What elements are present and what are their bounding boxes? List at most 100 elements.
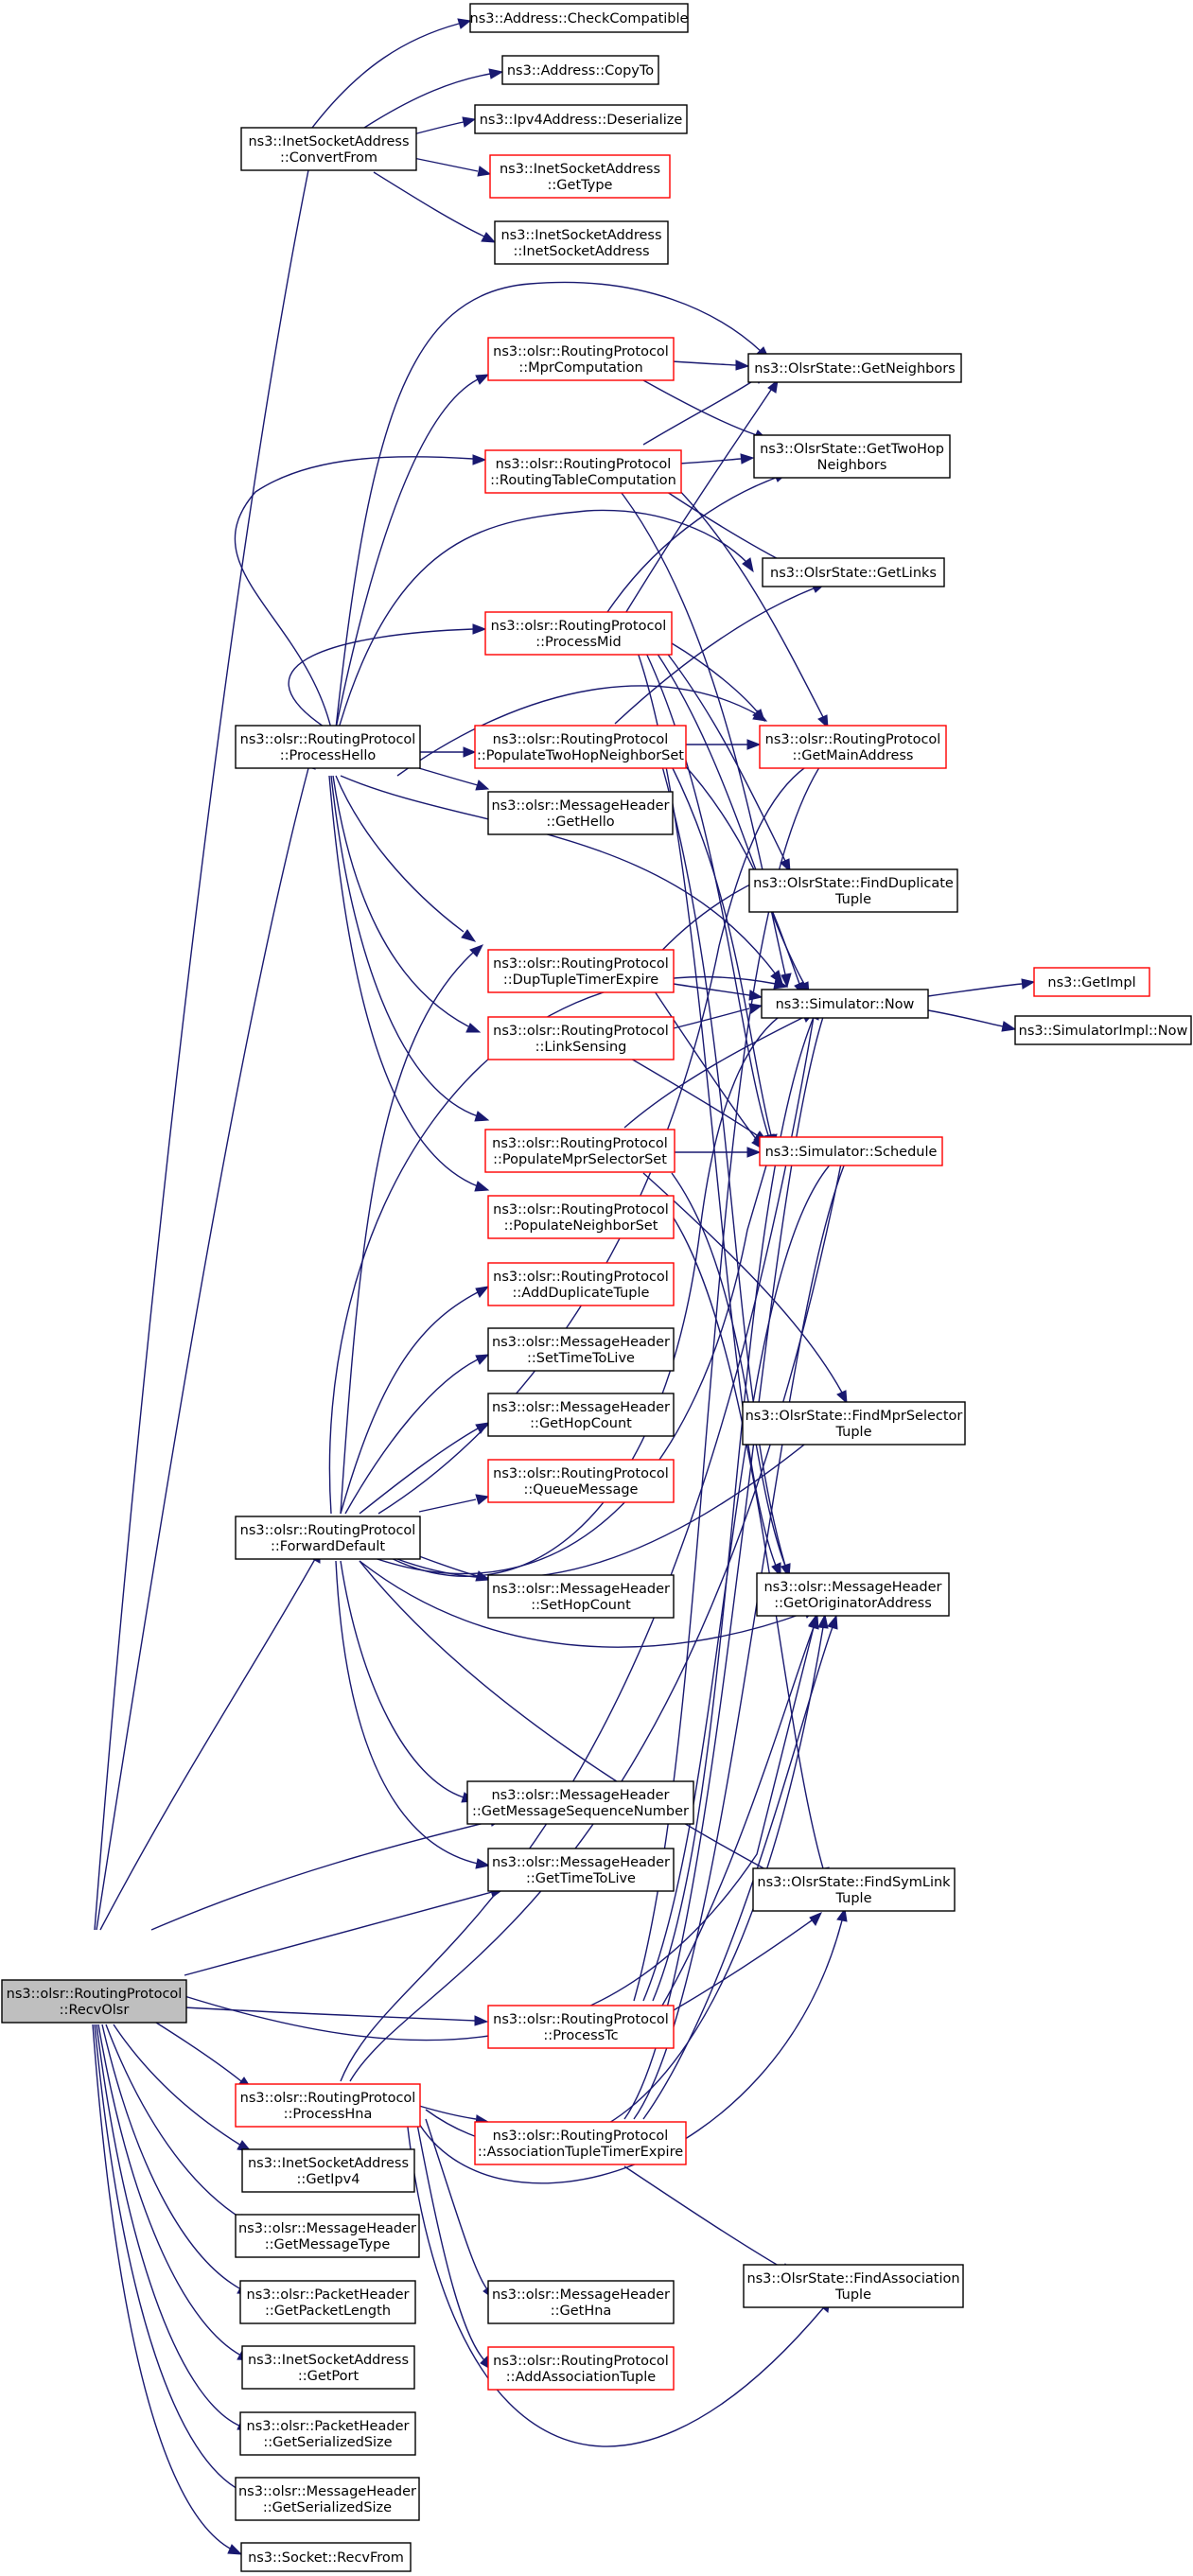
node-simimplnow[interactable]: ns3::SimulatorImpl::Now xyxy=(1014,1015,1192,1045)
edge-processhello-routingtable xyxy=(234,454,487,729)
edge-mprcomp-getneighbors xyxy=(671,359,750,371)
node-label: ns3::olsr::MessageHeader xyxy=(763,1580,941,1595)
node-queuemessage[interactable]: ns3::olsr::RoutingProtocol::QueueMessage xyxy=(487,1459,675,1503)
node-box xyxy=(487,1327,675,1372)
node-label: ns3::OlsrState::FindSymLink xyxy=(757,1875,951,1890)
node-recvfrom[interactable]: ns3::Socket::RecvFrom xyxy=(240,2542,412,2572)
node-box xyxy=(484,611,673,656)
node-assoctupletimer[interactable]: ns3::olsr::RoutingProtocol::AssociationT… xyxy=(474,2121,687,2165)
node-routingtable[interactable]: ns3::olsr::RoutingProtocol::RoutingTable… xyxy=(484,449,682,494)
node-label: ::ProcessMid xyxy=(535,635,622,650)
node-label: ::ForwardDefault xyxy=(271,1539,385,1554)
node-settimetolive[interactable]: ns3::olsr::MessageHeader::SetTimeToLive xyxy=(487,1327,675,1372)
edge-processtc-getorigaddr xyxy=(661,1614,819,2006)
node-processhna[interactable]: ns3::olsr::RoutingProtocol::ProcessHna xyxy=(235,2083,421,2128)
node-label: ns3::olsr::RoutingProtocol xyxy=(240,732,416,747)
node-label: Tuple xyxy=(834,892,871,907)
node-adddupl[interactable]: ns3::olsr::RoutingProtocol::AddDuplicate… xyxy=(487,1262,675,1306)
node-gettimetolive[interactable]: ns3::olsr::MessageHeader::GetTimeToLive xyxy=(487,1848,675,1892)
node-getimpl[interactable]: ns3::GetImpl xyxy=(1033,967,1150,997)
edge-processhello-processmid xyxy=(288,623,487,729)
node-processtc[interactable]: ns3::olsr::RoutingProtocol::ProcessTc xyxy=(487,2005,675,2049)
node-label: ns3::olsr::MessageHeader xyxy=(492,1855,670,1870)
node-getport[interactable]: ns3::InetSocketAddress::GetPort xyxy=(241,2345,415,2390)
edge-processhello-mprcomp xyxy=(335,374,490,729)
edge-mprcomp-gettwohop xyxy=(642,379,769,441)
edge-convertfrom-checkcompat xyxy=(311,18,472,129)
node-label: ::GetHello xyxy=(546,815,614,830)
node-populateneighbor[interactable]: ns3::olsr::RoutingProtocol::PopulateNeig… xyxy=(487,1195,675,1239)
node-getneighbors[interactable]: ns3::OlsrState::GetNeighbors xyxy=(747,353,962,383)
node-box xyxy=(484,449,682,494)
node-label: ::GetHopCount xyxy=(530,1416,632,1431)
node-label: ns3::olsr::MessageHeader xyxy=(491,1788,669,1803)
node-sethopcount[interactable]: ns3::olsr::MessageHeader::SetHopCount xyxy=(487,1574,675,1619)
node-box xyxy=(742,1401,966,1446)
node-addassoc[interactable]: ns3::olsr::RoutingProtocol::AddAssociati… xyxy=(487,2346,675,2391)
node-msgserialsize[interactable]: ns3::olsr::MessageHeader::GetSerializedS… xyxy=(235,2477,420,2521)
edge-processmid-findduplicate xyxy=(661,646,791,873)
node-processmid[interactable]: ns3::olsr::RoutingProtocol::ProcessMid xyxy=(484,611,673,656)
node-label: ::RecvOlsr xyxy=(60,2003,130,2018)
node-checkcompat[interactable]: ns3::Address::CheckCompatible xyxy=(469,3,689,33)
node-label: ns3::olsr::RoutingProtocol xyxy=(493,344,669,359)
edge-processhello-duptupletimer xyxy=(335,775,477,942)
node-label: ::GetType xyxy=(548,178,613,193)
node-gethello[interactable]: ns3::olsr::MessageHeader::GetHello xyxy=(487,791,674,835)
edge-simnow-getimpl xyxy=(927,978,1036,997)
node-label: ::AssociationTupleTimerExpire xyxy=(478,2145,683,2160)
node-copyto[interactable]: ns3::Address::CopyTo xyxy=(501,55,659,85)
node-convertfrom[interactable]: ns3::InetSocketAddress::ConvertFrom xyxy=(240,127,417,171)
node-box xyxy=(487,1574,675,1619)
node-duptupletimer[interactable]: ns3::olsr::RoutingProtocol::DupTupleTime… xyxy=(487,949,675,993)
node-label: ns3::OlsrState::GetTwoHop xyxy=(760,442,944,457)
node-processhello[interactable]: ns3::olsr::RoutingProtocol::ProcessHello xyxy=(235,725,421,769)
node-getmsgtype[interactable]: ns3::olsr::MessageHeader::GetMessageType xyxy=(235,2214,420,2258)
node-label: Neighbors xyxy=(817,458,887,473)
edge-recvolsr-recvfrom xyxy=(92,2024,243,2555)
node-populatempr[interactable]: ns3::olsr::RoutingProtocol::PopulateMprS… xyxy=(484,1129,675,1173)
node-getmsgseq[interactable]: ns3::olsr::MessageHeader::GetMessageSequ… xyxy=(466,1780,694,1825)
node-label: ::GetSerializedSize xyxy=(263,2435,392,2450)
node-pktserialsize[interactable]: ns3::olsr::PacketHeader::GetSerializedSi… xyxy=(239,2411,416,2456)
node-recvolsr[interactable]: ns3::olsr::RoutingProtocol::RecvOlsr xyxy=(1,1979,187,2024)
node-mprcomp[interactable]: ns3::olsr::RoutingProtocol::MprComputati… xyxy=(487,337,675,381)
node-getipv4[interactable]: ns3::InetSocketAddress::GetIpv4 xyxy=(241,2148,415,2193)
node-label: ns3::Socket::RecvFrom xyxy=(248,2550,404,2566)
node-box xyxy=(235,2477,420,2521)
node-box xyxy=(241,2148,415,2193)
node-label: ::MprComputation xyxy=(518,360,642,376)
edge-populatetwohop-getmainaddr xyxy=(685,739,762,750)
node-label: ns3::olsr::MessageHeader xyxy=(238,2484,416,2499)
node-label: ::ConvertFrom xyxy=(280,150,377,166)
node-inetsockaddr[interactable]: ns3::InetSocketAddress::InetSocketAddres… xyxy=(494,220,669,265)
node-label: ns3::Address::CheckCompatible xyxy=(470,11,689,26)
edge-processmid-getmainaddr xyxy=(671,642,765,722)
node-label: ::InetSocketAddress xyxy=(513,244,649,259)
node-simschedule[interactable]: ns3::Simulator::Schedule xyxy=(759,1136,943,1166)
node-getmainaddr[interactable]: ns3::olsr::RoutingProtocol::GetMainAddre… xyxy=(759,725,947,769)
node-getpacketlength[interactable]: ns3::olsr::PacketHeader::GetPacketLength xyxy=(239,2280,416,2324)
node-forwarddefault[interactable]: ns3::olsr::RoutingProtocol::ForwardDefau… xyxy=(235,1516,421,1560)
node-getlinks[interactable]: ns3::OlsrState::GetLinks xyxy=(762,557,945,587)
node-label: ::PopulateMprSelectorSet xyxy=(493,1152,667,1167)
node-populatetwohop[interactable]: ns3::olsr::RoutingProtocol::PopulateTwoH… xyxy=(474,725,687,769)
node-deserialize[interactable]: ns3::Ipv4Address::Deserialize xyxy=(474,104,688,134)
node-box xyxy=(762,557,945,587)
node-gettype[interactable]: ns3::InetSocketAddress::GetType xyxy=(489,154,671,199)
node-label: Tuple xyxy=(835,1425,872,1440)
node-linksensing[interactable]: ns3::olsr::RoutingProtocol::LinkSensing xyxy=(487,1016,675,1060)
node-simnow[interactable]: ns3::Simulator::Now xyxy=(761,989,929,1019)
edge-recvolsr-getpacketlength xyxy=(101,2024,253,2295)
node-getorigaddr[interactable]: ns3::olsr::MessageHeader::GetOriginatorA… xyxy=(756,1572,950,1617)
node-gethna[interactable]: ns3::olsr::MessageHeader::GetHna xyxy=(487,2280,675,2324)
edge-recvolsr-getmsgtype xyxy=(105,2024,253,2226)
node-box xyxy=(761,989,929,1019)
node-gethopcount[interactable]: ns3::olsr::MessageHeader::GetHopCount xyxy=(487,1393,675,1437)
